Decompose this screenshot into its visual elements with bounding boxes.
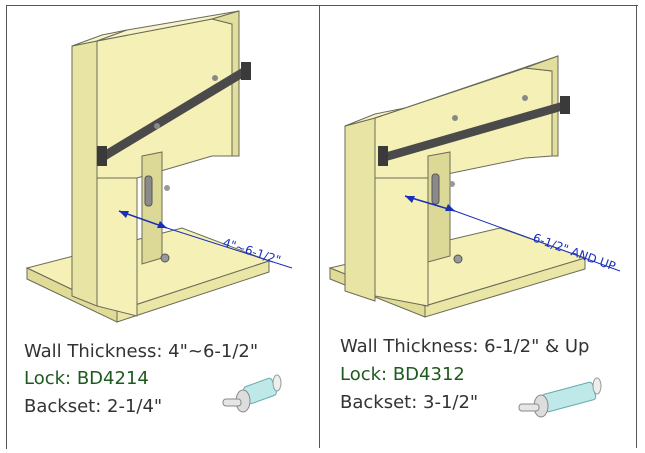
lock-model-text: Lock: BD4312	[340, 364, 465, 385]
wall-thickness-text: Wall Thickness: 6-1/2" & Up	[340, 336, 590, 357]
right-border	[636, 5, 637, 448]
panel-thin-wall: 4"~6-1/2" Wall Thickness: 4"~6-1/2" Lock…	[7, 6, 319, 448]
thick-wall-illustration: 6-1/2" AND UP	[328, 55, 621, 318]
lock-model-text: Lock: BD4214	[24, 368, 149, 389]
wall-thickness-text: Wall Thickness: 4"~6-1/2"	[24, 341, 259, 362]
backset-text: Backset: 3-1/2"	[340, 392, 479, 413]
deadbolt-lock-icon	[518, 377, 602, 418]
backset-text: Backset: 2-1/4"	[24, 396, 163, 417]
deadbolt-lock-icon	[222, 374, 282, 413]
table-frame	[6, 5, 638, 449]
thin-wall-illustration: 4"~6-1/2"	[25, 10, 293, 323]
column-divider	[319, 5, 320, 448]
panel-thick-wall: 6-1/2" AND UP Wall Thickness: 6-1/2" & U…	[320, 6, 636, 448]
